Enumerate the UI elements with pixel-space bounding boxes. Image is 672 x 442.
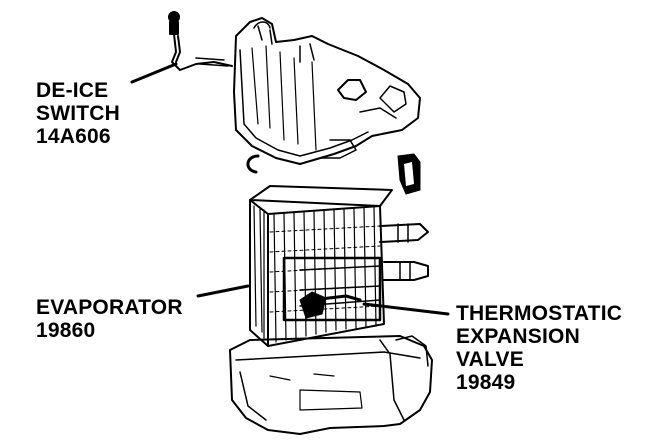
valve-label-line2: EXPANSION <box>456 325 580 348</box>
deice-switch-drawing <box>168 11 233 71</box>
valve-part-number: 19849 <box>456 371 516 394</box>
evaporator-part-number: 19860 <box>36 319 96 342</box>
deice-label-line1: DE-ICE <box>36 79 109 102</box>
lower-case-drawing <box>229 335 433 435</box>
clip-drawing <box>246 154 260 174</box>
expansion-valve-label: THERMOSTATIC EXPANSION VALVE 19849 <box>456 302 622 394</box>
evaporator-label-line1: EVAPORATOR <box>36 296 183 319</box>
evaporator-core-drawing <box>249 185 429 347</box>
bracket-drawing <box>397 153 421 195</box>
valve-label-line3: VALVE <box>456 348 524 371</box>
deice-part-number: 14A606 <box>36 125 111 148</box>
upper-case-drawing <box>233 17 421 165</box>
evaporator-label: EVAPORATOR 19860 <box>36 296 183 342</box>
leader-lines <box>130 62 450 316</box>
deice-switch-label: DE-ICE SWITCH 14A606 <box>36 79 120 148</box>
deice-label-line2: SWITCH <box>36 102 121 125</box>
valve-label-line1: THERMOSTATIC <box>456 302 623 325</box>
